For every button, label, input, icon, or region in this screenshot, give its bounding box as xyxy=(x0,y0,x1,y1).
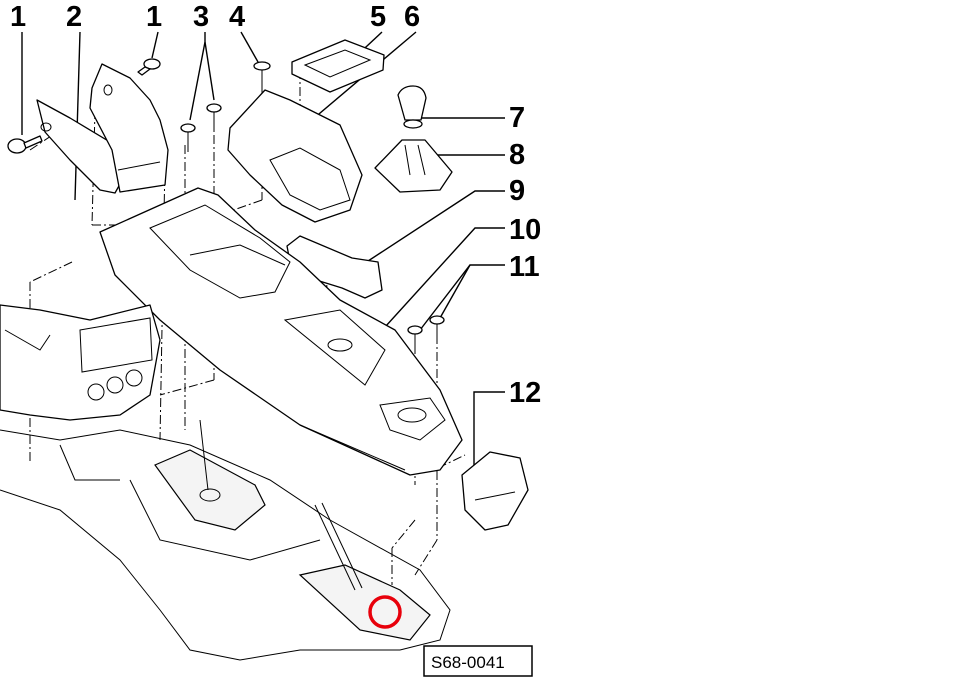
callout-8: 8 xyxy=(509,139,525,171)
callout-10: 10 xyxy=(509,214,541,246)
callout-4: 4 xyxy=(229,1,245,33)
centre-console xyxy=(99,187,463,476)
screw-part-11-a xyxy=(407,325,423,354)
side-trim-panel-part-2 xyxy=(36,63,169,194)
screw-part-11-b xyxy=(429,315,445,344)
reference-code-box xyxy=(423,645,533,677)
callout-3: 3 xyxy=(193,1,209,33)
rear-cover-part-12 xyxy=(461,451,529,531)
storage-tray-part-5 xyxy=(291,39,385,93)
callout-11: 11 xyxy=(509,251,540,283)
leader-lines xyxy=(21,31,505,470)
callout-6: 6 xyxy=(404,1,420,33)
clip-part-1-right xyxy=(137,58,161,76)
screw-part-4 xyxy=(253,61,271,92)
screw-part-3-b xyxy=(206,103,222,132)
gear-knob-part-7 xyxy=(397,85,427,129)
reference-code: S68-0041 xyxy=(431,653,505,672)
gear-boot-part-8 xyxy=(374,139,453,193)
callout-2: 2 xyxy=(66,1,82,33)
callout-5: 5 xyxy=(370,1,386,33)
screw-part-3-a xyxy=(180,123,196,152)
callout-9: 9 xyxy=(509,175,525,207)
highlight-circle xyxy=(368,595,402,629)
callout-7: 7 xyxy=(509,102,525,134)
dashboard-section xyxy=(0,304,161,421)
clip-part-1-left xyxy=(7,135,43,154)
callout-1-left: 1 xyxy=(10,1,26,33)
callout-1-right: 1 xyxy=(146,1,162,33)
shift-surround-panel-part-6 xyxy=(227,89,363,223)
callout-12: 12 xyxy=(509,377,541,409)
